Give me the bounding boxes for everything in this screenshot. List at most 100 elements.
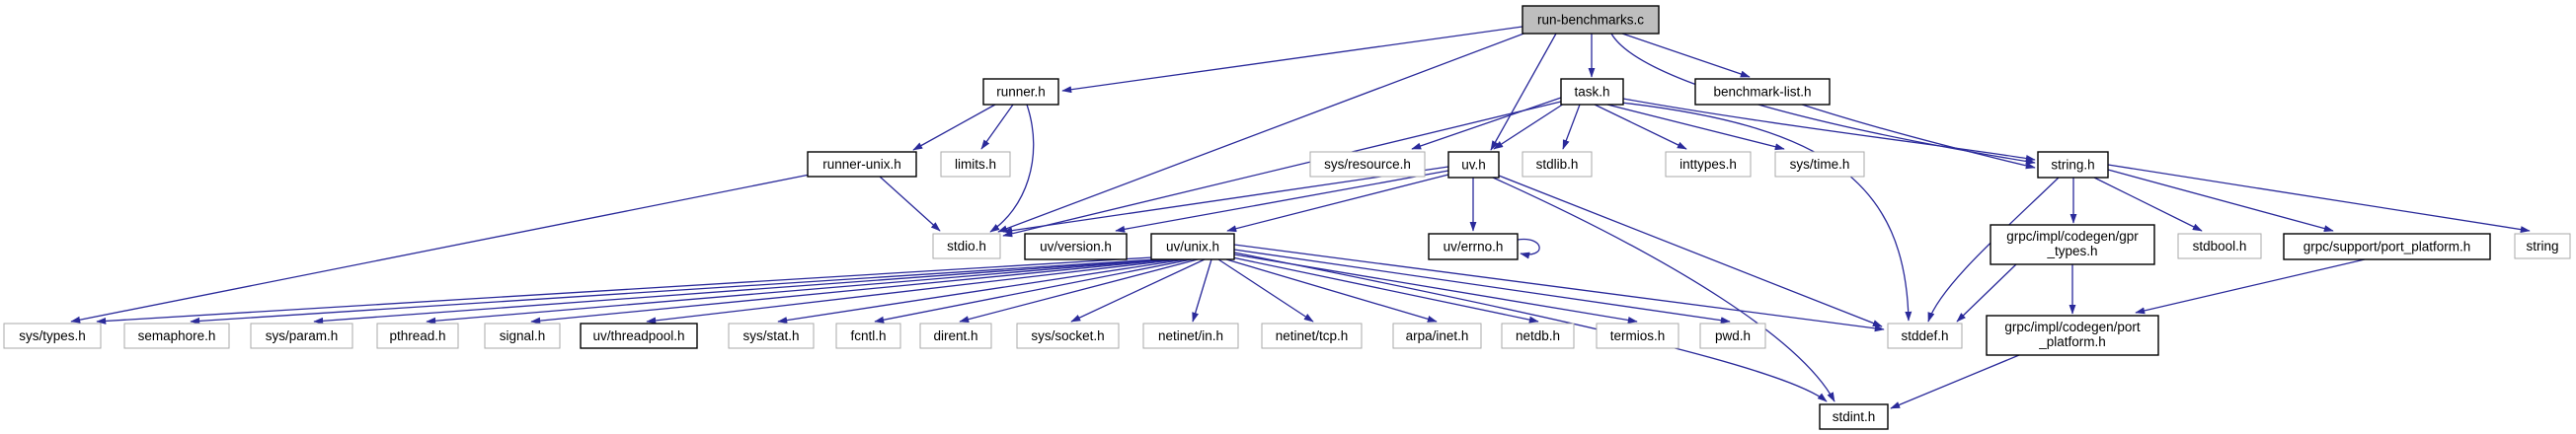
node-semaphore.h: semaphore.h bbox=[123, 323, 230, 349]
node-box[interactable] bbox=[1024, 233, 1128, 260]
node-label: termios.h bbox=[1610, 328, 1666, 343]
edge-runner.h-to-limits.h bbox=[980, 104, 1014, 150]
node-task.h[interactable]: task.h bbox=[1560, 78, 1624, 106]
node-uv/errno.h[interactable]: uv/errno.h bbox=[1428, 233, 1519, 260]
edge-uv/unix.h-to-sys/types.h bbox=[96, 256, 1153, 325]
node-uv/threadpool.h[interactable]: uv/threadpool.h bbox=[580, 323, 698, 349]
node-stdio.h: stdio.h bbox=[932, 233, 1001, 259]
edge-uv/unix.h-to-sys/socket.h bbox=[1070, 258, 1206, 323]
edge-uv/unix.h-to-semaphore.h bbox=[190, 258, 1157, 325]
node-box bbox=[3, 323, 102, 349]
node-label: stdlib.h bbox=[1536, 157, 1579, 172]
node-box bbox=[250, 323, 353, 349]
node-label: limits.h bbox=[955, 157, 996, 172]
node-label: sys/socket.h bbox=[1031, 328, 1104, 343]
edge-string.h-to-stddef.h bbox=[1927, 177, 2060, 323]
node-grpc/support/port_platform.h[interactable]: grpc/support/port_platform.h bbox=[2283, 233, 2491, 260]
edge-runner-unix.h-to-sys/types.h bbox=[70, 174, 811, 324]
node-grpc/impl/codegen/port_platform.h[interactable]: grpc/impl/codegen/port_platform.h bbox=[1986, 315, 2159, 356]
edge-uv/unix.h-to-netinet/in.h bbox=[1192, 258, 1212, 323]
edge-run-benchmarks.c-to-benchmark-list.h bbox=[1621, 33, 1751, 78]
node-box[interactable] bbox=[982, 78, 1059, 106]
edge-runner-unix.h-to-stdio.h bbox=[879, 176, 941, 232]
edge-runner.h-to-runner-unix.h bbox=[912, 104, 996, 151]
node-box[interactable] bbox=[2283, 233, 2491, 260]
node-label: dirent.h bbox=[933, 328, 977, 343]
node-box[interactable] bbox=[1819, 403, 1889, 430]
edge-run-benchmarks.c-to-runner.h bbox=[1061, 26, 1523, 94]
edge-run-benchmarks.c-to-uv.h bbox=[1490, 33, 1557, 151]
node-label: uv.h bbox=[1461, 158, 1486, 173]
node-label: pthread.h bbox=[389, 328, 445, 343]
node-box[interactable] bbox=[1986, 315, 2159, 356]
node-box[interactable] bbox=[2037, 151, 2109, 179]
node-uv/unix.h[interactable]: uv/unix.h bbox=[1150, 233, 1235, 260]
edge-uv/unix.h-to-stddef.h bbox=[1233, 244, 1885, 332]
edge-task.h-to-stdlib.h bbox=[1562, 104, 1581, 150]
node-box bbox=[919, 323, 992, 349]
node-box[interactable] bbox=[1560, 78, 1624, 106]
node-label: stdio.h bbox=[947, 239, 986, 253]
edge-uv/unix.h-to-pwd.h bbox=[1233, 249, 1731, 325]
node-label: grpc/support/port_platform.h bbox=[2303, 240, 2471, 254]
node-box[interactable] bbox=[1150, 233, 1235, 260]
edge-uv/unix.h-to-pthread.h bbox=[426, 258, 1168, 325]
node-box[interactable] bbox=[807, 151, 917, 178]
edge-run-benchmarks.c-to-stdio.h bbox=[997, 32, 1527, 233]
node-box bbox=[1392, 323, 1482, 349]
node-label: grpc/impl/codegen/gpr_types.h bbox=[2006, 229, 2139, 258]
node-pthread.h: pthread.h bbox=[376, 323, 459, 349]
node-box bbox=[484, 323, 561, 349]
edge-uv/unix.h-to-sys/stat.h bbox=[777, 258, 1187, 325]
edge-task.h-to-string.h bbox=[1622, 98, 2036, 162]
node-arpa/inet.h: arpa/inet.h bbox=[1392, 323, 1482, 349]
node-sys/socket.h: sys/socket.h bbox=[1016, 323, 1120, 349]
edge-uv.h-to-stdio.h bbox=[1002, 166, 1449, 235]
edge-uv/errno.h-to-uv/errno.h bbox=[1517, 238, 1540, 259]
node-uv.h[interactable]: uv.h bbox=[1447, 151, 1500, 179]
node-label: stdbool.h bbox=[2193, 239, 2247, 253]
edge-uv/unix.h-to-uv/threadpool.h bbox=[646, 258, 1181, 325]
edge-string.h-to-string bbox=[2107, 164, 2531, 234]
node-label: benchmark-list.h bbox=[1713, 85, 1811, 100]
node-box[interactable] bbox=[580, 323, 698, 349]
node-box bbox=[1016, 323, 1120, 349]
node-box[interactable] bbox=[1428, 233, 1519, 260]
node-label: semaphore.h bbox=[138, 328, 216, 343]
edge-task.h-to-inttypes.h bbox=[1594, 104, 1687, 150]
node-netdb.h: netdb.h bbox=[1501, 323, 1575, 349]
node-benchmark-list.h[interactable]: benchmark-list.h bbox=[1694, 78, 1831, 106]
node-stdint.h[interactable]: stdint.h bbox=[1819, 403, 1889, 430]
node-label: run-benchmarks.c bbox=[1537, 13, 1644, 28]
node-box bbox=[2514, 233, 2571, 259]
node-label: stddef.h bbox=[1901, 328, 1948, 343]
edge-layer bbox=[70, 26, 2531, 409]
node-uv/version.h[interactable]: uv/version.h bbox=[1024, 233, 1128, 260]
node-label: uv/errno.h bbox=[1444, 240, 1504, 254]
edge-string.h-to-grpc/support/port_platform.h bbox=[2107, 169, 2334, 232]
edge-uv.h-to-uv/unix.h bbox=[1226, 174, 1449, 233]
edge-benchmark-list.h-to-string.h bbox=[1798, 103, 2036, 170]
edge-task.h-to-stdio.h bbox=[1002, 101, 1562, 238]
node-box bbox=[123, 323, 230, 349]
node-stdbool.h: stdbool.h bbox=[2177, 233, 2262, 259]
edge-uv/unix.h-to-dirent.h bbox=[959, 258, 1199, 324]
edge-uv.h-to-uv/version.h bbox=[1115, 170, 1449, 233]
node-box[interactable] bbox=[1694, 78, 1831, 106]
node-runner-unix.h[interactable]: runner-unix.h bbox=[807, 151, 917, 178]
node-box[interactable] bbox=[1447, 151, 1500, 179]
node-box bbox=[1774, 151, 1865, 178]
node-run-benchmarks.c: run-benchmarks.c bbox=[1522, 5, 1660, 35]
node-dirent.h: dirent.h bbox=[919, 323, 992, 349]
node-label: uv/version.h bbox=[1040, 240, 1112, 254]
node-stddef.h: stddef.h bbox=[1887, 323, 1963, 349]
node-runner.h[interactable]: runner.h bbox=[982, 78, 1059, 106]
edge-task.h-to-uv.h bbox=[1493, 103, 1565, 150]
node-inttypes.h: inttypes.h bbox=[1665, 151, 1752, 178]
node-string.h[interactable]: string.h bbox=[2037, 151, 2109, 179]
node-box[interactable] bbox=[1990, 224, 2155, 265]
node-pwd.h: pwd.h bbox=[1699, 323, 1766, 349]
edge-uv/unix.h-to-fcntl.h bbox=[874, 258, 1193, 324]
node-grpc/impl/codegen/gpr_types.h[interactable]: grpc/impl/codegen/gpr_types.h bbox=[1990, 224, 2155, 265]
node-box bbox=[728, 323, 815, 349]
